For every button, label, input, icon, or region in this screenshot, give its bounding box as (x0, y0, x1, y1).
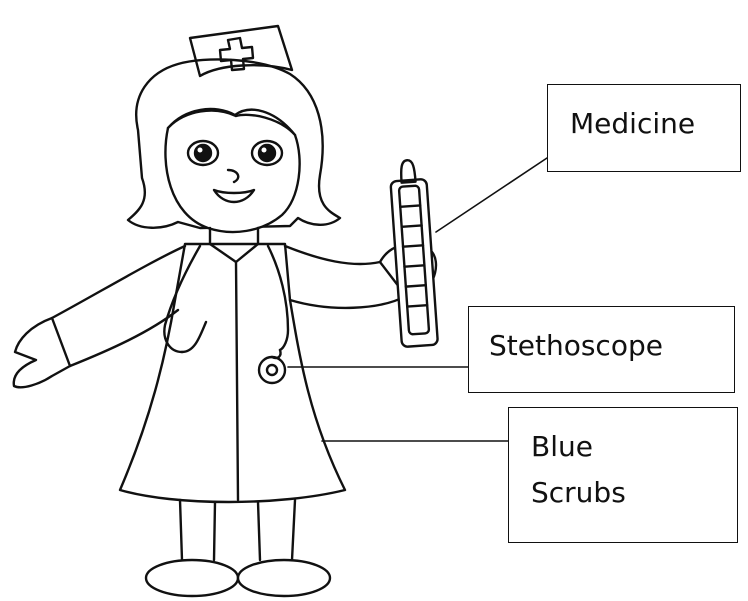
medicine-label-box: Medicine (547, 84, 741, 172)
stethoscope-label-box: Stethoscope (468, 306, 735, 393)
scrubs-label-box: Blue Scrubs (508, 407, 738, 543)
coat (120, 244, 345, 502)
right-sleeve (285, 246, 406, 308)
left-hand (14, 318, 70, 387)
stethoscope-chestpiece (259, 357, 285, 383)
left-shoe (146, 560, 238, 596)
scrubs-label-line2: Scrubs (531, 470, 737, 516)
medicine-label: Medicine (570, 101, 740, 147)
scrubs-label-line1: Blue (531, 424, 737, 470)
thermometer (389, 159, 438, 347)
medicine-leader (436, 158, 547, 232)
right-shoe (238, 560, 330, 596)
legs (180, 500, 295, 560)
stethoscope-label: Stethoscope (489, 323, 734, 369)
